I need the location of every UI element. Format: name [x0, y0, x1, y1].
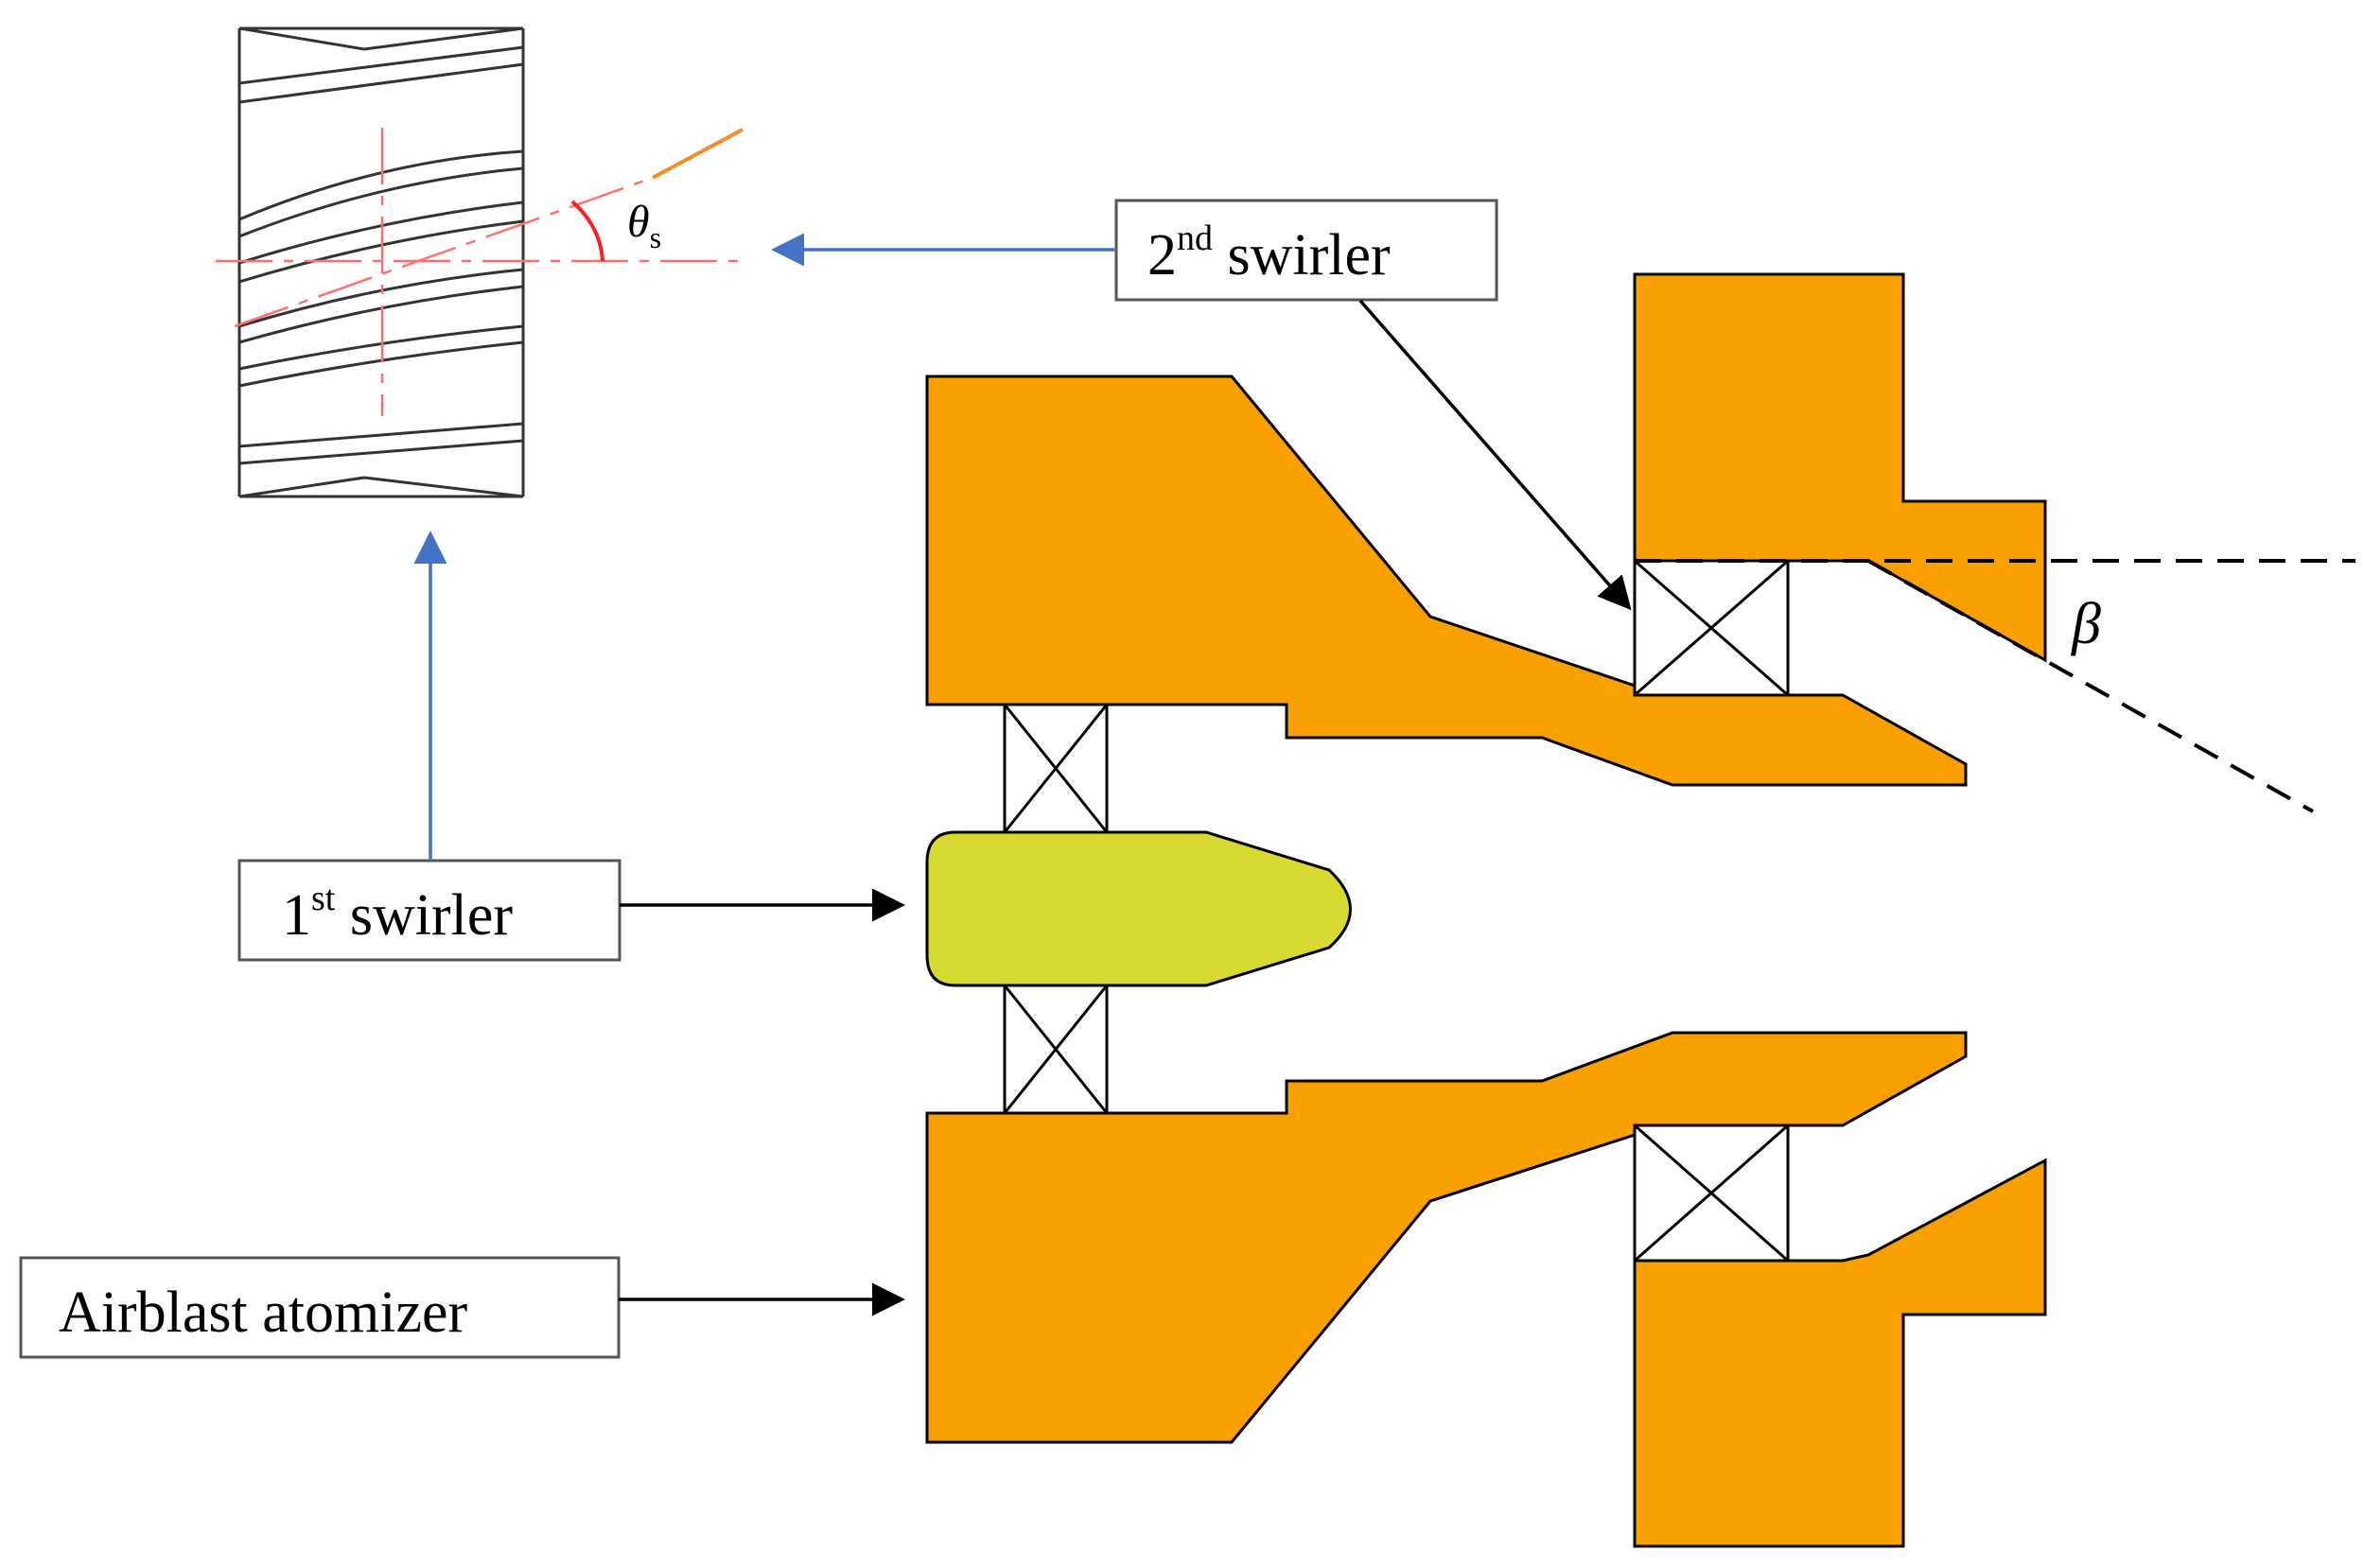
svg-text:1st swirler: 1st swirler: [282, 879, 513, 948]
lower-outer-body: [925, 1031, 1968, 1444]
swirler-vane-detail: [237, 26, 525, 498]
airblast-atomizer-label: Airblast atomizer: [19, 1256, 621, 1359]
centre-nozzle: [925, 830, 1352, 987]
second-swirler-upper-box: [1633, 559, 1790, 697]
beta-angle-lines: [1635, 559, 2355, 813]
angle-reference-extension: [652, 128, 744, 180]
upper-outer-body: [925, 375, 1968, 787]
second-swirler-lower-box: [1633, 1124, 1790, 1263]
svg-text:Airblast atomizer: Airblast atomizer: [59, 1281, 467, 1345]
angle-reference-lines: [216, 128, 743, 416]
beta-label: β: [2071, 592, 2101, 656]
first-swirler-upper-box: [1003, 703, 1109, 834]
svg-text:2nd swirler: 2nd swirler: [1147, 218, 1391, 287]
second-swirler-label: 2nd swirler: [1114, 199, 1498, 302]
first-swirler-label: 1st swirler: [237, 859, 622, 962]
lower-outer-ring: [1633, 1158, 2047, 1548]
first-swirler-lower-box: [1003, 984, 1109, 1115]
second-swirler-leader-arrow: [1358, 299, 1632, 611]
theta-s-label: θs: [627, 197, 661, 254]
